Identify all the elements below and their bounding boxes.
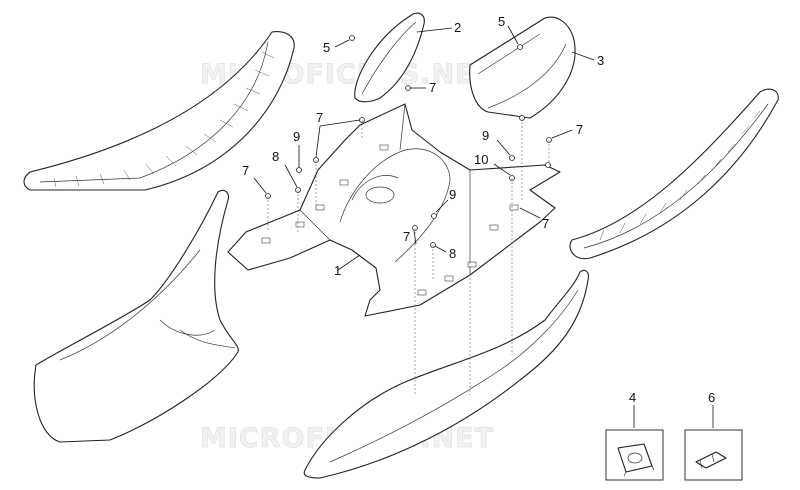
callout-10: 10 <box>474 152 488 167</box>
part-2-cover <box>354 12 425 103</box>
part-1-footboard <box>227 103 561 317</box>
callout-8-left: 8 <box>272 149 279 164</box>
detail-box-part-6 <box>684 429 743 481</box>
callout-7-top: 7 <box>429 80 436 95</box>
callout-7-left: 7 <box>242 163 249 178</box>
leader-lines <box>253 25 714 428</box>
callout-9-right: 9 <box>482 128 489 143</box>
detail-box-part-4 <box>605 429 664 481</box>
callout-9-center: 9 <box>449 187 456 202</box>
right-lower-panel <box>303 269 589 479</box>
callout-labels: 5 2 7 5 3 7 9 8 7 9 10 7 7 9 7 8 1 4 6 <box>242 14 715 405</box>
callout-7-right-lower: 7 <box>542 216 549 231</box>
callout-7-center: 7 <box>316 110 323 125</box>
alignment-lines <box>267 118 550 395</box>
callout-3: 3 <box>597 53 604 68</box>
callout-2: 2 <box>454 20 461 35</box>
callout-7-center-lower: 7 <box>403 229 410 244</box>
left-lower-panel <box>33 189 239 443</box>
left-upper-trim <box>23 31 295 191</box>
callout-4: 4 <box>629 390 636 405</box>
callout-7-right: 7 <box>576 122 583 137</box>
part-3-cover <box>469 16 576 119</box>
callout-5-right: 5 <box>498 14 505 29</box>
screw-set <box>265 35 552 248</box>
right-upper-trim <box>569 88 779 260</box>
callout-5-left: 5 <box>323 40 330 55</box>
callout-9-left: 9 <box>293 129 300 144</box>
callout-6: 6 <box>708 390 715 405</box>
callout-8-center: 8 <box>449 246 456 261</box>
callout-1: 1 <box>334 263 341 278</box>
